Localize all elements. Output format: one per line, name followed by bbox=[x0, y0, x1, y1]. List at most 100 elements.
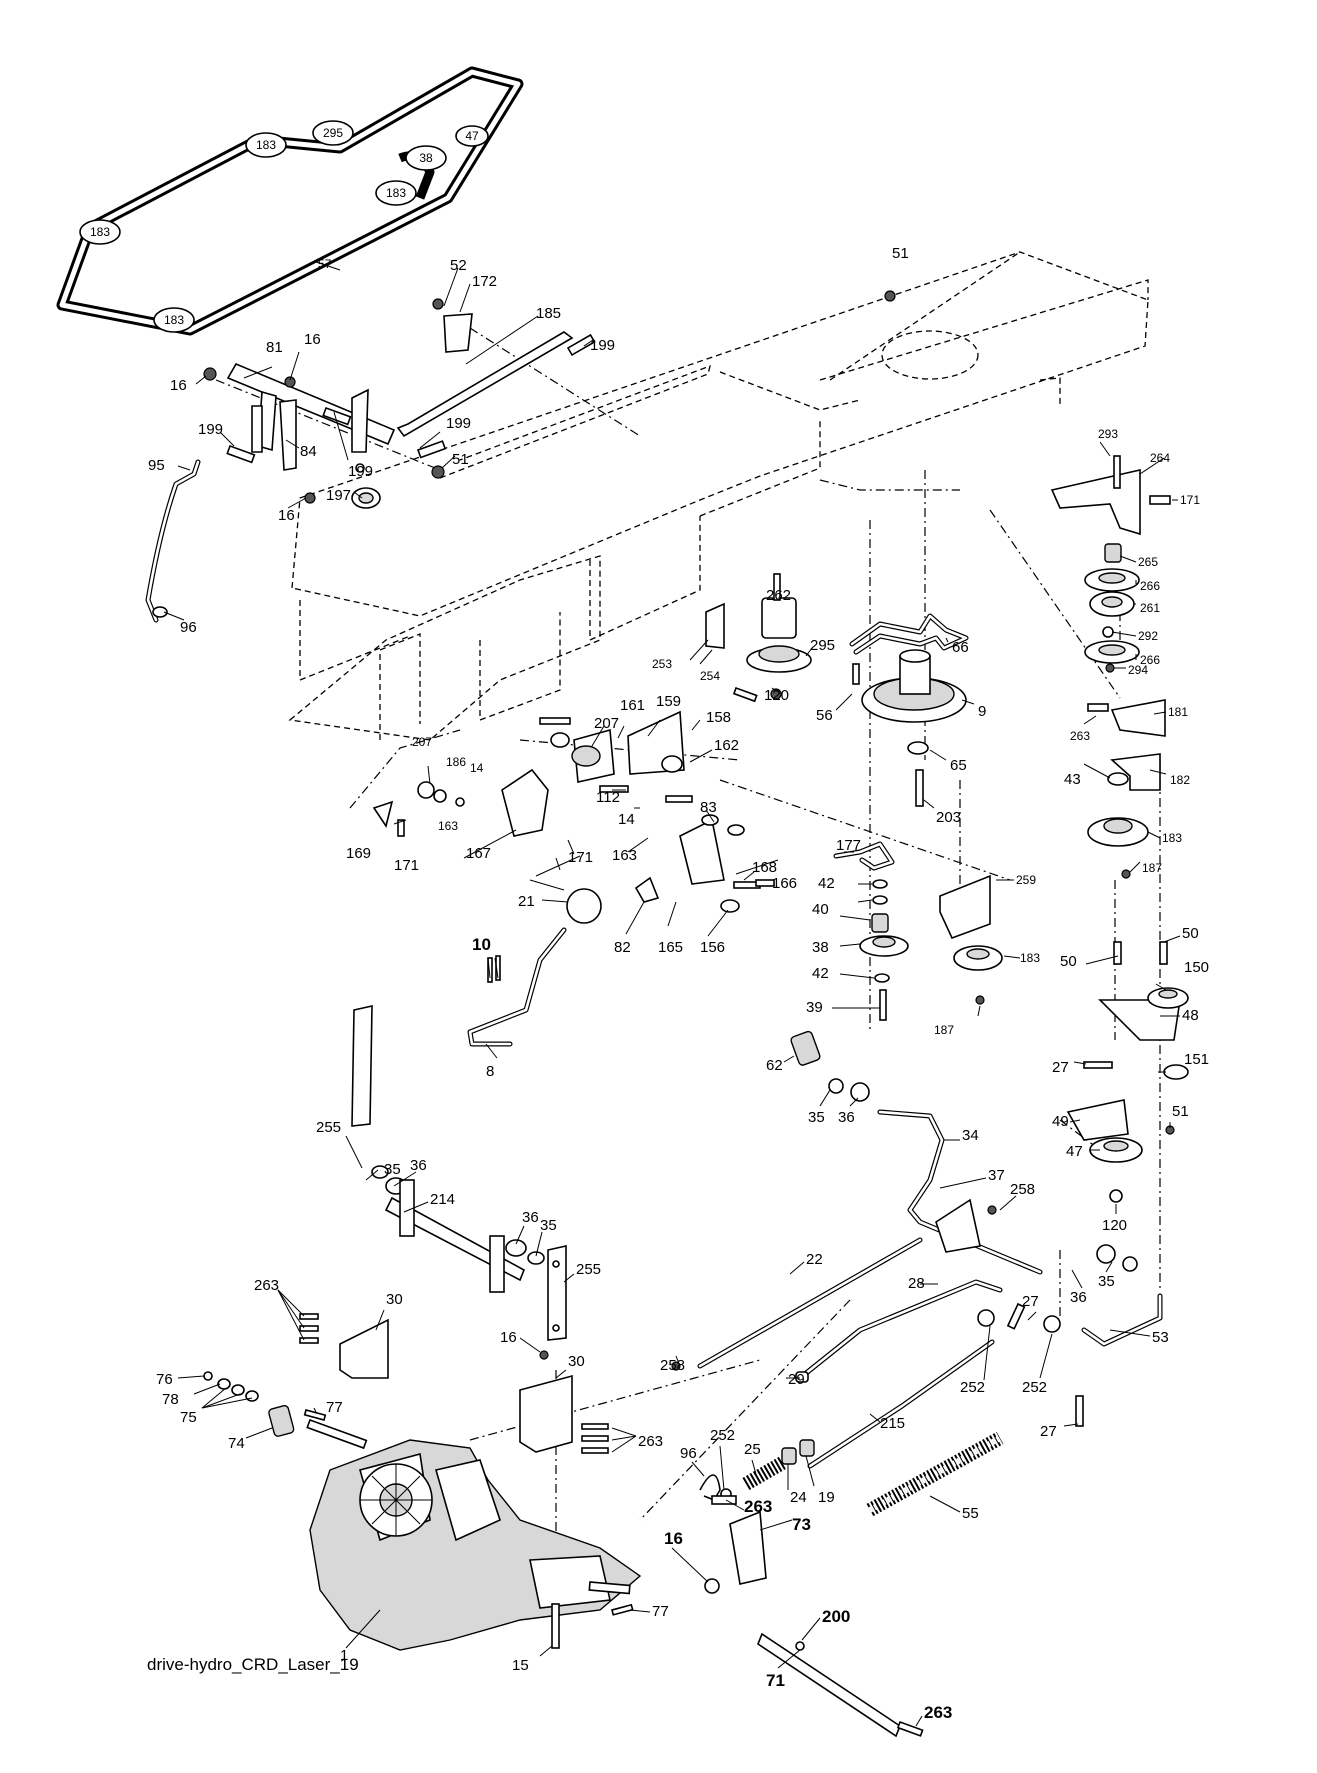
callout: 215 bbox=[880, 1415, 905, 1432]
callout: 150 bbox=[1184, 959, 1209, 976]
callout: 95 bbox=[148, 457, 165, 474]
callout: 263 bbox=[744, 1497, 772, 1516]
callout: 263 bbox=[1070, 729, 1090, 743]
callout: 16 bbox=[170, 377, 187, 394]
callout: 78 bbox=[162, 1391, 179, 1408]
callout: 51 bbox=[892, 245, 909, 262]
callout: 266 bbox=[1140, 579, 1160, 593]
diagram-caption: drive-hydro_CRD_Laser_19 bbox=[147, 1655, 359, 1674]
callout: 199 bbox=[198, 421, 223, 438]
callout: 263 bbox=[924, 1703, 952, 1722]
callout: 76 bbox=[156, 1371, 173, 1388]
callout: 83 bbox=[700, 799, 717, 816]
callout: 24 bbox=[790, 1489, 807, 1506]
callout: 81 bbox=[266, 339, 283, 356]
engine-pulley-assembly bbox=[746, 290, 969, 807]
callout: 161 bbox=[620, 697, 645, 714]
callout: 252 bbox=[1022, 1379, 1047, 1396]
pulley-tag: 183 bbox=[90, 225, 110, 239]
callout: 171 bbox=[568, 849, 593, 866]
callout: 293 bbox=[1098, 427, 1118, 441]
callout: 84 bbox=[300, 443, 317, 460]
callout: 35 bbox=[384, 1161, 401, 1178]
callout: 156 bbox=[700, 939, 725, 956]
callout: 214 bbox=[430, 1191, 455, 1208]
callout: 252 bbox=[960, 1379, 985, 1396]
callout: 22 bbox=[806, 1251, 823, 1268]
callout: 28 bbox=[908, 1275, 925, 1292]
callout: 199 bbox=[590, 337, 615, 354]
callout: 253 bbox=[652, 657, 672, 671]
callout: 57 bbox=[318, 257, 332, 271]
callout: 266 bbox=[1140, 653, 1160, 667]
callout: 199 bbox=[446, 415, 471, 432]
callout: 258 bbox=[1010, 1181, 1035, 1198]
callout: 255 bbox=[576, 1261, 601, 1278]
callout: 71 bbox=[766, 1671, 785, 1690]
axle-parts bbox=[203, 1371, 634, 1616]
callout: 52 bbox=[450, 257, 467, 274]
callout: 120 bbox=[1102, 1217, 1127, 1234]
callout: 163 bbox=[612, 847, 637, 864]
callout: 21 bbox=[518, 893, 535, 910]
callout: 36 bbox=[838, 1109, 855, 1126]
callout: 48 bbox=[1182, 1007, 1199, 1024]
callout: 96 bbox=[680, 1445, 697, 1462]
callout: 112 bbox=[596, 789, 620, 806]
callout: 36 bbox=[1070, 1289, 1087, 1306]
chassis-frame bbox=[288, 251, 1149, 741]
callout: 35 bbox=[1098, 1273, 1115, 1290]
callout: 295 bbox=[810, 637, 835, 654]
callout: 9 bbox=[978, 703, 986, 720]
callout: 82 bbox=[614, 939, 631, 956]
callout: 42 bbox=[812, 965, 829, 982]
callout: 36 bbox=[522, 1209, 539, 1226]
callout: 19 bbox=[818, 1489, 835, 1506]
pulley-tag: 295 bbox=[323, 126, 343, 140]
callout: 51 bbox=[452, 451, 469, 468]
callout: 47 bbox=[1066, 1143, 1083, 1160]
callout: 166 bbox=[772, 875, 797, 892]
callout: 263 bbox=[254, 1277, 279, 1294]
callout: 16 bbox=[500, 1329, 517, 1346]
callout: 77 bbox=[326, 1399, 343, 1416]
callout: 259 bbox=[1016, 873, 1036, 887]
callout: 75 bbox=[180, 1409, 197, 1426]
callout: 42 bbox=[818, 875, 835, 892]
spring-55 bbox=[866, 1431, 1004, 1517]
callout: 263 bbox=[638, 1433, 663, 1450]
callout: 1 bbox=[340, 1647, 348, 1664]
callout: 199 bbox=[348, 463, 373, 480]
callout: 35 bbox=[808, 1109, 825, 1126]
callout: 262 bbox=[766, 587, 791, 604]
callout: 73 bbox=[792, 1515, 811, 1534]
callout: 197 bbox=[326, 487, 351, 504]
callout: 151 bbox=[1184, 1051, 1209, 1068]
callout: 74 bbox=[228, 1435, 245, 1452]
bottom-brackets bbox=[704, 1495, 924, 1738]
callout: 258 bbox=[660, 1357, 685, 1374]
center-brackets bbox=[372, 602, 775, 913]
callout: 65 bbox=[950, 757, 967, 774]
callout: 29 bbox=[788, 1371, 805, 1388]
upper-linkage bbox=[203, 298, 596, 509]
callout: 254 bbox=[700, 669, 720, 683]
callout: 50 bbox=[1182, 925, 1199, 942]
callout: 10 bbox=[472, 935, 491, 954]
idler-bracket-181 bbox=[1087, 699, 1166, 879]
callout: 252 bbox=[710, 1427, 735, 1444]
callout: 255 bbox=[316, 1119, 341, 1136]
callout: 56 bbox=[816, 707, 833, 724]
brackets-30 bbox=[299, 1313, 609, 1454]
pulley-tag: 47 bbox=[465, 129, 479, 143]
callout: 264 bbox=[1150, 451, 1170, 465]
callout: 27 bbox=[1040, 1423, 1057, 1440]
shift-lever bbox=[467, 888, 602, 1047]
callout: 27 bbox=[1052, 1059, 1069, 1076]
callout: 294 bbox=[1128, 663, 1148, 677]
callout: 120 bbox=[764, 687, 789, 704]
callout: 187 bbox=[1142, 861, 1162, 875]
callout: 165 bbox=[658, 939, 683, 956]
